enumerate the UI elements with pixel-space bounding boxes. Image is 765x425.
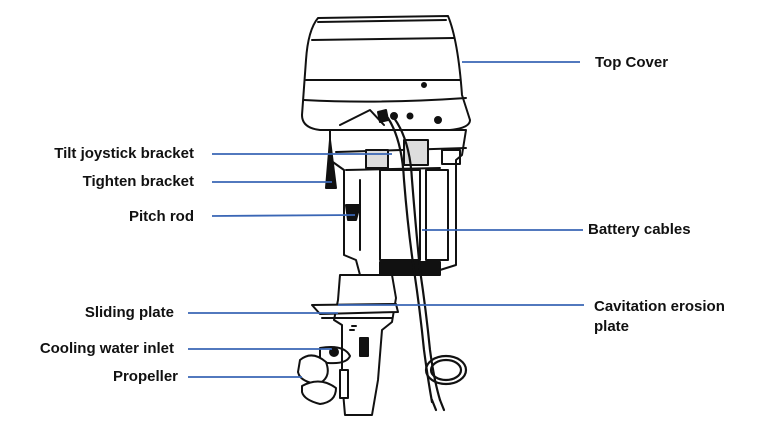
leader-line-pitch-rod [211,214,356,217]
label-cooling-water-inlet: Cooling water inlet [39,340,174,357]
clamp-bracket-shape [325,109,467,276]
battery-cables-shape [386,116,468,412]
label-sliding-plate: Sliding plate [84,304,174,321]
label-propeller: Propeller [112,368,178,385]
label-top-cover: Top Cover [595,54,669,71]
label-tighten-bracket: Tighten bracket [82,173,194,190]
top-cover-shape [301,15,471,131]
leader-lines [188,61,584,378]
lower-unit-shape [311,274,399,416]
label-pitch-rod: Pitch rod [128,208,194,225]
label-tilt-joystick-bracket: Tilt joystick bracket [54,145,194,162]
label-cavitation-erosion-plate: Cavitation erosion plate [594,298,725,335]
propeller-shape [297,354,349,405]
outboard-motor-illustration [297,15,471,416]
label-battery-cables: Battery cables [588,221,691,238]
